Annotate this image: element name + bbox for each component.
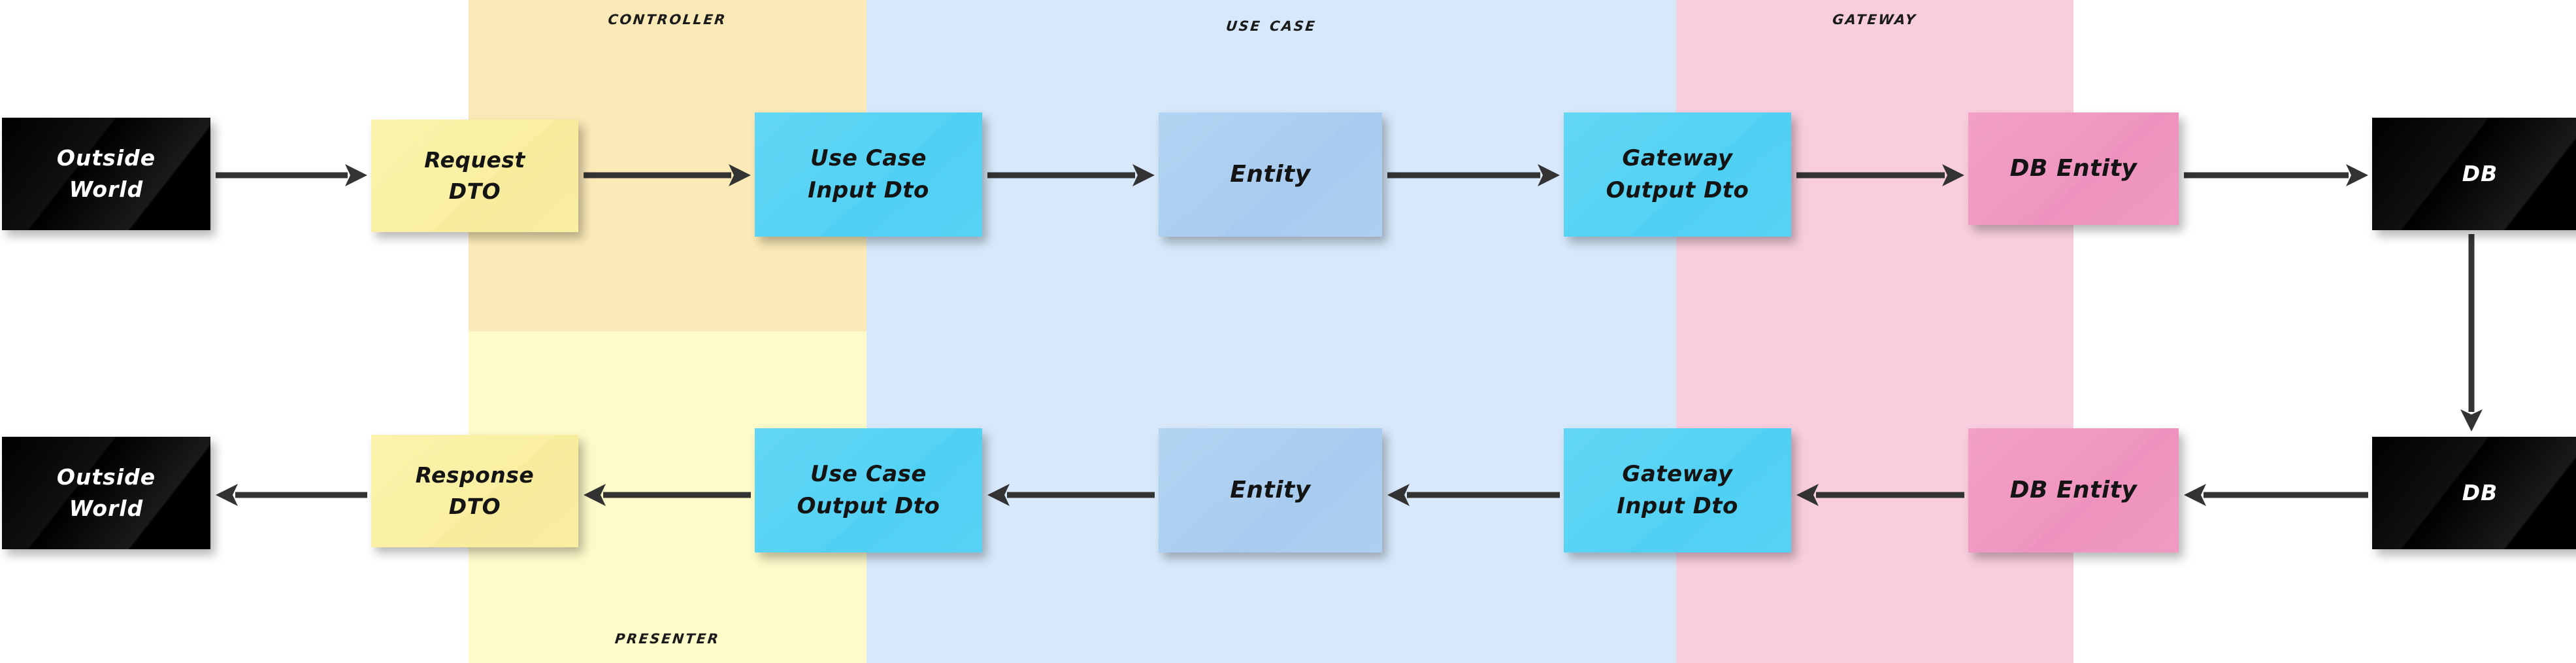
node-db-entity-request[interactable]: DB Entity: [1968, 112, 2179, 225]
arrow-gateway-output-dto-to-db-entity: [1796, 163, 1964, 188]
node-gateway-input-dto-line: Input Dto: [1617, 493, 1738, 519]
node-db-write[interactable]: DB: [2372, 118, 2576, 230]
node-gateway-output-dto-line: Output Dto: [1606, 177, 1749, 203]
node-outside-world-request-line: World: [69, 177, 144, 202]
node-gateway-input-dto-line: Gateway: [1622, 460, 1733, 487]
node-entity-response-line: Entity: [1230, 476, 1311, 503]
node-db-entity-response[interactable]: DB Entity: [1968, 428, 2179, 552]
node-outside-world-response-line: World: [69, 496, 144, 521]
node-response-dto-line: DTO: [448, 494, 501, 519]
node-use-case-input-dto-line: Input Dto: [808, 177, 929, 203]
node-response-dto-line: Response: [415, 462, 535, 488]
arrow-use-case-input-dto-to-entity: [987, 163, 1155, 188]
node-db-read[interactable]: DB: [2372, 437, 2576, 549]
use-case-band: [867, 0, 1676, 663]
arrow-entity-to-gateway-output-dto: [1387, 163, 1560, 188]
arrow-request-dto-to-use-case-input-dto: [584, 163, 751, 188]
presenter-label: Presenter: [614, 626, 721, 649]
node-db-read-line: DB: [2462, 480, 2498, 506]
node-outside-world-request-line: Outside: [56, 145, 156, 171]
node-entity-response[interactable]: Entity: [1159, 428, 1382, 552]
node-use-case-input-dto-line: Use Case: [810, 144, 927, 171]
arrow-outside-world-to-request-dto: [216, 163, 367, 188]
node-entity-request[interactable]: Entity: [1159, 112, 1382, 237]
node-entity-request-line: Entity: [1230, 160, 1311, 188]
node-request-dto-line: Request: [424, 147, 525, 173]
arrow-db-entity-to-gateway-input-dto: [1796, 483, 1964, 507]
node-outside-world-response-line: Outside: [56, 464, 156, 490]
use-case-label: Use Case: [1225, 13, 1318, 36]
arrow-db-entity-to-db: [2184, 163, 2368, 188]
node-request-dto-line: DTO: [448, 178, 501, 204]
node-db-entity-response-line: DB Entity: [2009, 476, 2138, 503]
node-db-entity-request-line: DB Entity: [2009, 154, 2138, 182]
arrow-db-write-to-db-read: [2459, 234, 2484, 432]
node-db-write-line: DB: [2462, 161, 2498, 187]
arrow-response-dto-to-outside-world: [216, 483, 367, 507]
gateway-band: [1676, 0, 2073, 663]
arrow-use-case-output-dto-to-response-dto: [584, 483, 751, 507]
controller-label: Controller: [606, 7, 729, 29]
arrow-gateway-input-dto-to-entity: [1387, 483, 1560, 507]
arrow-entity-to-use-case-output-dto: [987, 483, 1155, 507]
node-use-case-output-dto-line: Use Case: [810, 460, 927, 487]
node-use-case-output-dto-line: Output Dto: [797, 493, 940, 519]
node-gateway-output-dto-line: Gateway: [1622, 144, 1733, 171]
controller-presenter-band: [469, 0, 867, 663]
gateway-label: Gateway: [1831, 7, 1919, 29]
arrow-db-to-db-entity: [2184, 483, 2368, 507]
